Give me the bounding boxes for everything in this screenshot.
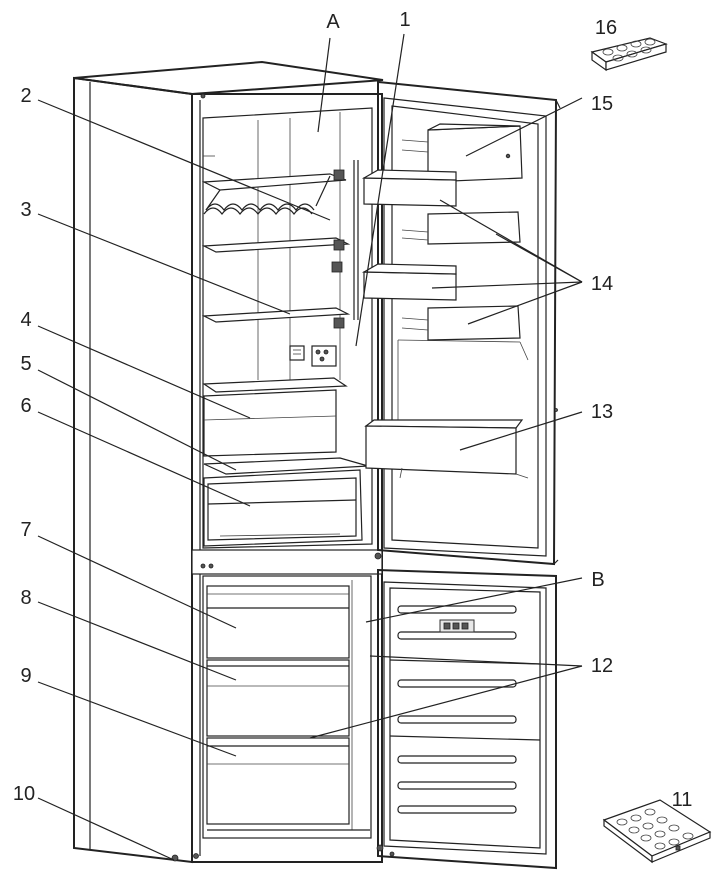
freezer-compartment [202,575,372,839]
label-15: 15 [591,93,613,115]
freezer-drawer-bottom [206,737,350,825]
label-13: 13 [591,401,613,423]
label-5: 5 [20,353,31,375]
label-6: 6 [20,395,31,417]
egg-holder-accessory [590,37,668,72]
freezer-drawer-top [206,585,350,659]
label-A: A [326,11,340,33]
label-1: 1 [399,9,410,31]
label-14: 14 [591,273,613,295]
label-3: 3 [20,199,31,221]
freezer-door [374,552,557,870]
wine-rack [201,169,347,215]
door-balconies [361,169,521,341]
leader-lines [37,33,583,861]
label-4: 4 [20,309,31,331]
label-7: 7 [20,519,31,541]
bottle-balcony [364,419,529,479]
control-panel [289,345,337,367]
label-8: 8 [20,587,31,609]
crisper-drawer [203,469,363,547]
label-B: B [591,569,604,591]
label-9: 9 [20,665,31,687]
callout-labels: A 1 2 3 4 5 6 7 8 9 10 11 12 13 14 15 16… [13,9,693,811]
label-11: 11 [672,789,693,811]
crisper-cover [202,377,348,457]
glass-shelves [201,237,351,329]
ice-cube-tray-accessory [602,799,712,864]
freezer-drawer-middle [206,659,350,737]
label-12: 12 [591,655,613,677]
label-16: 16 [595,17,617,39]
label-10: 10 [13,783,35,805]
fridge-door [377,80,561,566]
label-2: 2 [20,85,31,107]
